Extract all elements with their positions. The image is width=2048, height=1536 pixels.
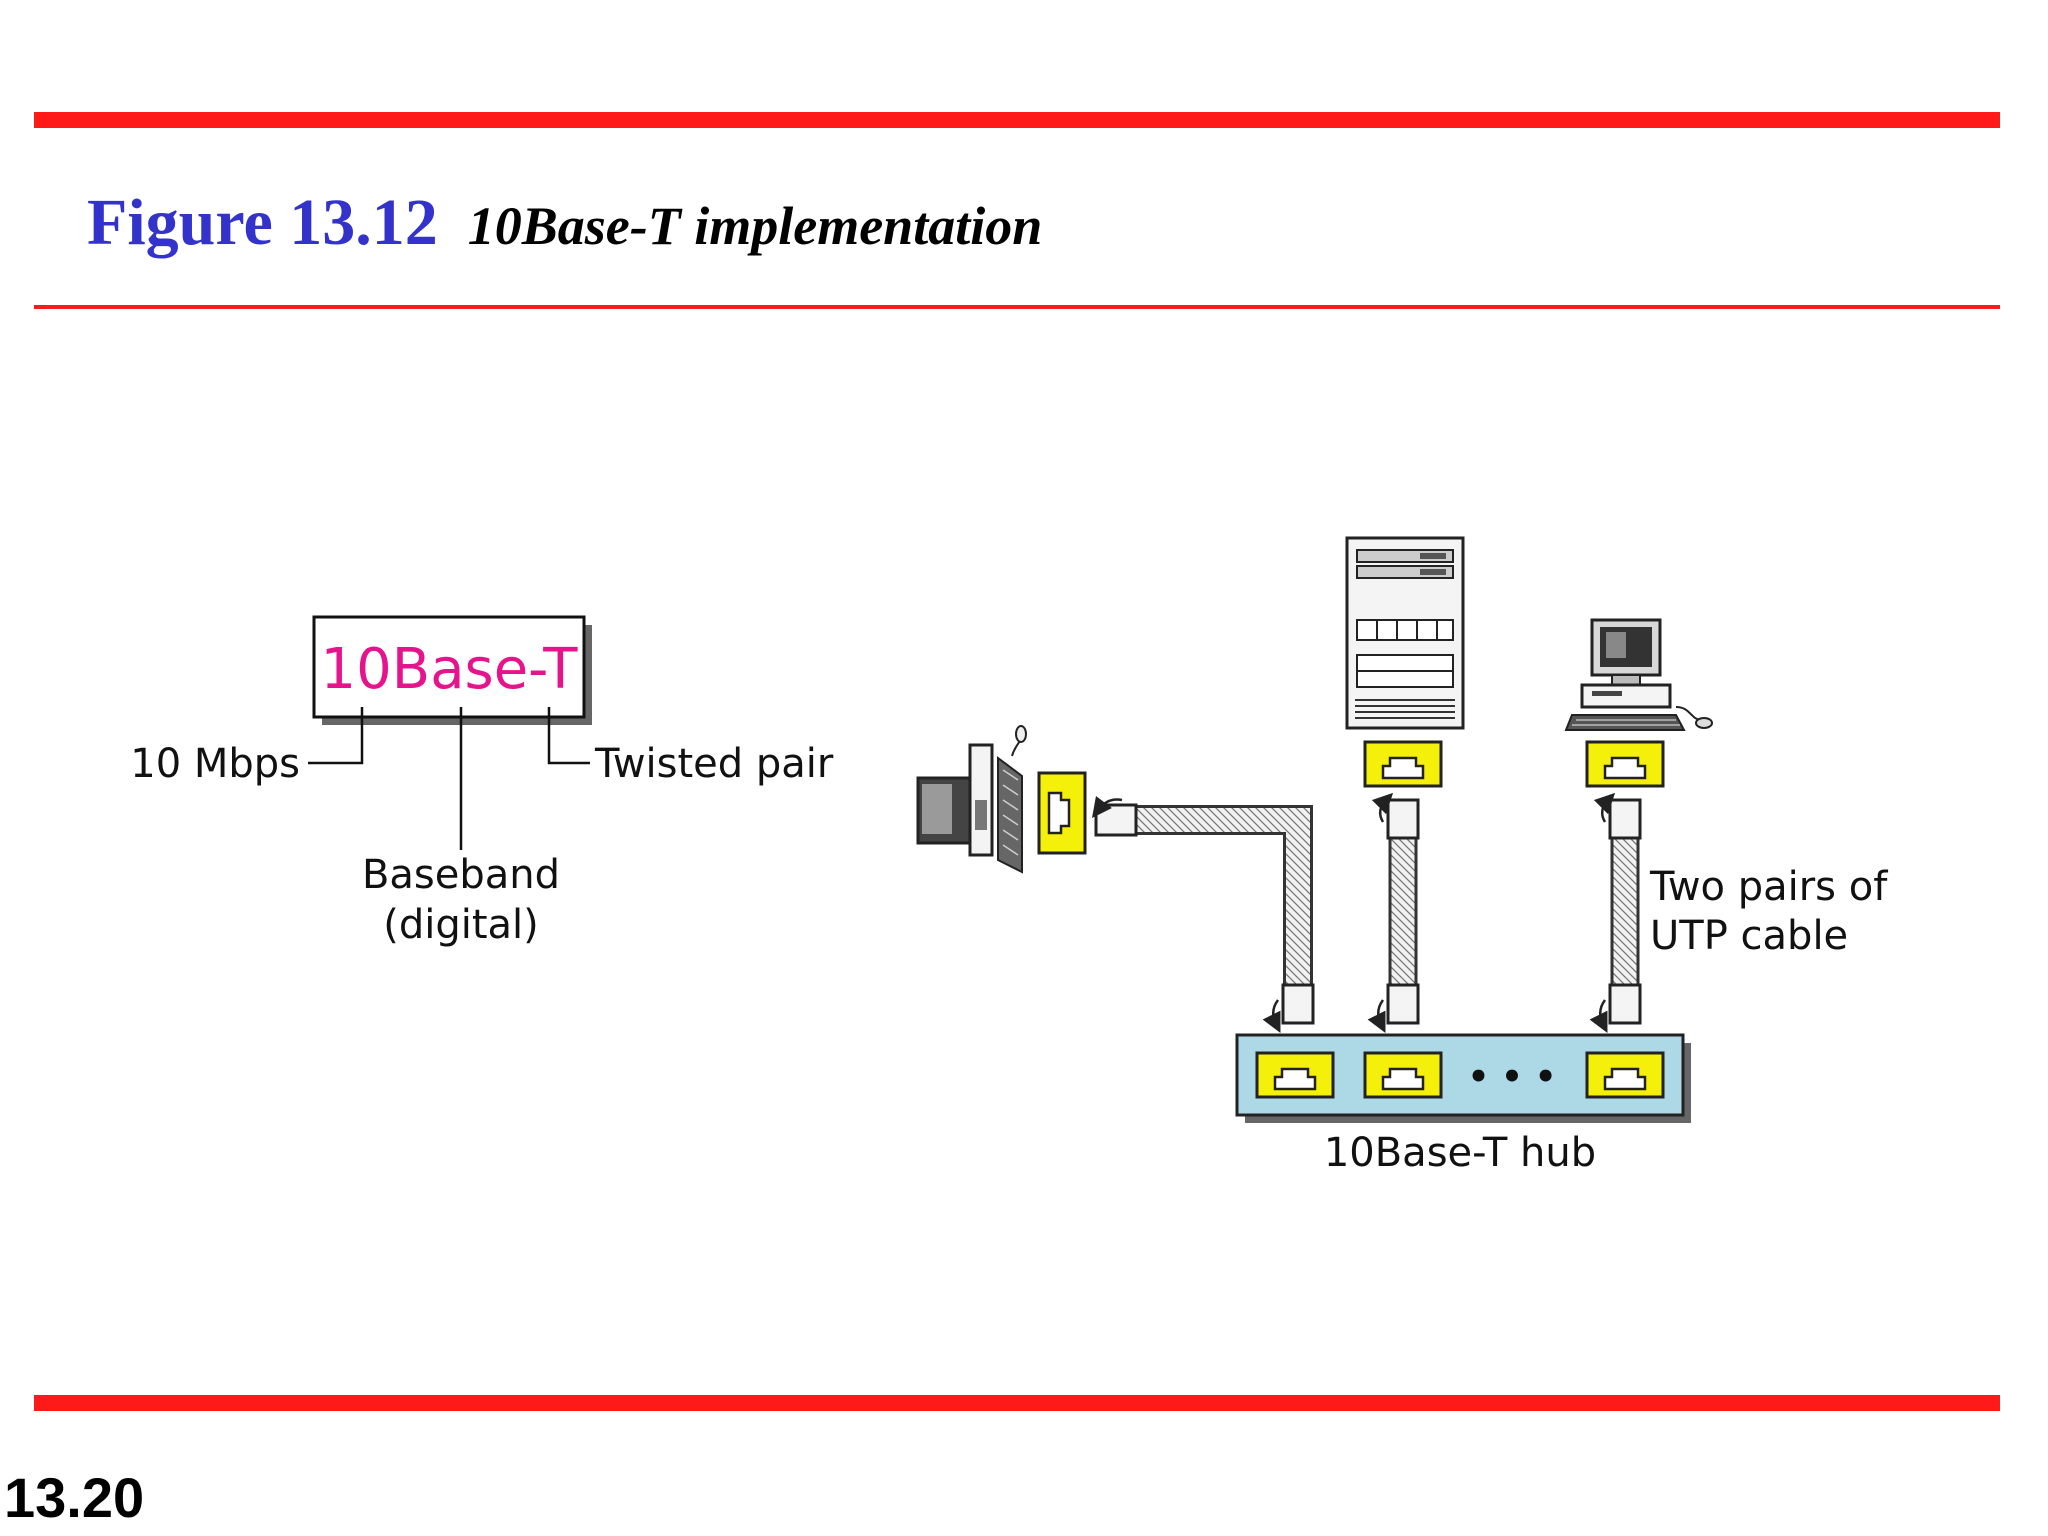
plug-desktop [1608, 798, 1642, 840]
slide-number: 13.20 [4, 1466, 145, 1529]
workstation-icon [916, 725, 1027, 874]
hub-label: 10Base-T hub [1324, 1130, 1596, 1176]
bottom-red-rule [34, 1395, 2000, 1411]
figure-title: Figure 13.12 10Base-T implementation [87, 185, 1042, 261]
desktop-port [1585, 740, 1665, 788]
desktop-computer-icon [1564, 618, 1713, 731]
plug-server [1386, 798, 1420, 840]
hub-ellipsis: • • • [1468, 1057, 1557, 1097]
cable-workstation [1137, 808, 1310, 990]
name-box-label: 10Base-T [321, 637, 579, 702]
plug-arrows [1091, 792, 1616, 1033]
cable-desktop [1610, 833, 1640, 992]
speed-label: 10 Mbps [130, 741, 300, 787]
cable-label-line2: UTP cable [1650, 913, 1848, 959]
hub-port-3 [1585, 1051, 1665, 1099]
hub-port-2 [1363, 1051, 1443, 1099]
utp-cables [1137, 805, 1640, 992]
medium-leader [547, 707, 590, 765]
signal-label-line2: (digital) [383, 902, 539, 948]
name-box-frame [312, 615, 586, 719]
speed-leader [308, 707, 364, 765]
hub-port-1 [1255, 1051, 1335, 1099]
workstation-port [1037, 771, 1087, 855]
cable-label-line1: Two pairs of [1649, 864, 1888, 910]
plug-hub-1 [1281, 983, 1315, 1025]
mid-red-rule [34, 305, 2000, 309]
name-box: 10Base-T [312, 615, 592, 725]
top-red-rule [34, 112, 2000, 128]
cable-server [1388, 833, 1418, 992]
name-leaders [308, 707, 590, 850]
server-port [1363, 740, 1443, 788]
figure-number: Figure 13.12 [87, 186, 438, 259]
plug-hub-2 [1386, 983, 1420, 1025]
hub: • • • [1235, 1033, 1691, 1123]
server-icon [1345, 536, 1465, 730]
medium-label: Twisted pair [594, 741, 834, 787]
signal-label-line1: Baseband [362, 852, 560, 898]
plug-workstation [1094, 803, 1138, 837]
plug-hub-3 [1608, 983, 1642, 1025]
device-ports [1037, 740, 1665, 855]
figure-caption: 10Base-T implementation [467, 196, 1043, 256]
